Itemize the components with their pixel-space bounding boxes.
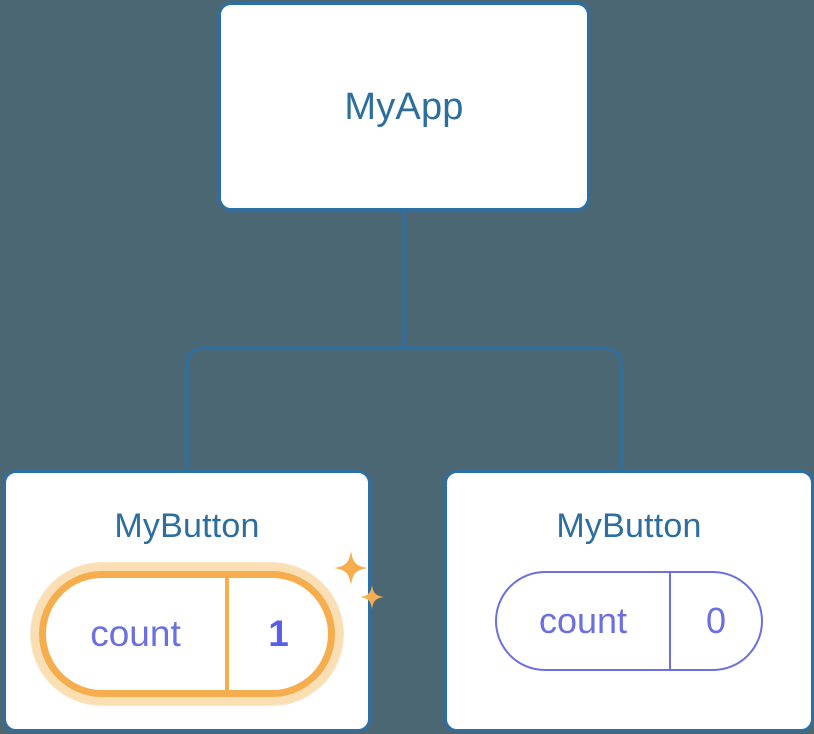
child-component-title-right: MyButton: [556, 507, 702, 545]
root-component-card[interactable]: MyApp: [218, 2, 590, 211]
sparkle-group-icon: [334, 551, 384, 609]
sparkle-large-icon: [334, 551, 368, 585]
state-key-right: count: [497, 573, 671, 669]
connector-branch-bar: [185, 346, 623, 470]
state-pill-wrapper-left: count 1: [39, 551, 384, 697]
child-component-card-right[interactable]: MyButton count 0: [444, 470, 814, 732]
state-value-right: 0: [705, 600, 727, 641]
state-key-left: count: [46, 578, 229, 690]
state-pill-left[interactable]: count 1: [39, 571, 335, 697]
state-pill-wrapper-right: count 0: [495, 571, 763, 671]
child-component-card-left[interactable]: MyButton count 1: [3, 470, 384, 732]
state-pill-right[interactable]: count 0: [495, 571, 763, 671]
root-component-title: MyApp: [344, 85, 464, 128]
sparkle-small-icon: [360, 585, 384, 609]
state-value-left: 1: [268, 613, 289, 654]
child-component-title-left: MyButton: [114, 507, 260, 545]
